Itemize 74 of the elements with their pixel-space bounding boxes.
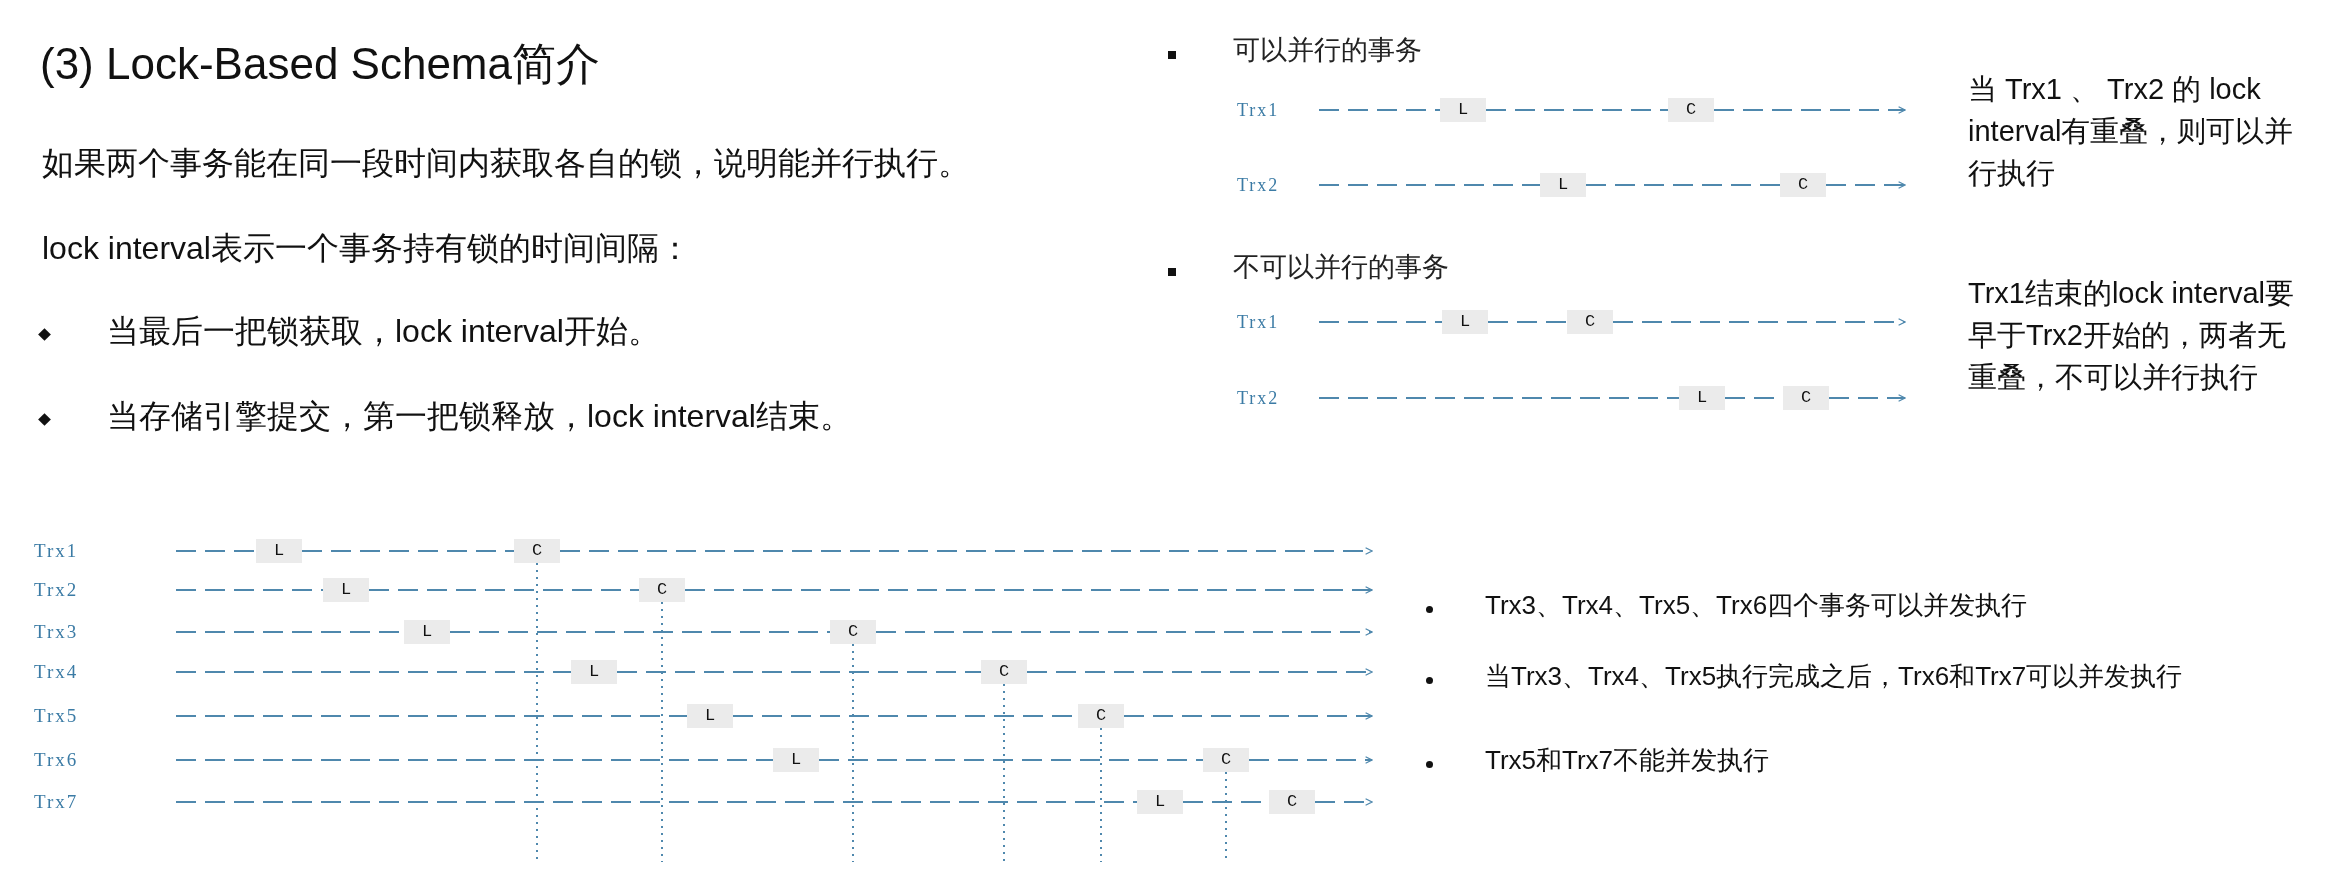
event-box: C — [1203, 748, 1249, 772]
timeline-arrow — [1123, 712, 1373, 720]
row-label: Trx2 — [34, 579, 79, 602]
timeline-arrow — [1026, 668, 1373, 676]
event-box: C — [514, 539, 560, 563]
event-box: C — [1783, 386, 1829, 410]
timeline-arrow — [559, 547, 1373, 555]
timeline-segment — [175, 589, 324, 591]
body-text: 如果两个事务能在同一段时间内获取各自的锁，说明能并行执行。 — [42, 144, 970, 183]
body-text: 当最后一把锁获取，lock interval开始。 — [107, 312, 660, 351]
timeline-segment — [175, 671, 572, 673]
timeline-arrow — [1825, 181, 1906, 189]
note-text: 当 Trx1 、 Trx2 的 lock interval有重叠，则可以并行执行 — [1968, 72, 2295, 192]
row-label: Trx6 — [34, 749, 79, 772]
timeline-arrow — [1713, 106, 1906, 114]
timeline-segment — [175, 801, 1138, 803]
body-text: 当Trx3、Trx4、Trx5执行完成之后，Trx6和Trx7可以并发执行 — [1485, 661, 2183, 693]
event-box: L — [404, 620, 450, 644]
event-box: L — [256, 539, 302, 563]
event-box: C — [1567, 310, 1613, 334]
row-label: Trx4 — [34, 661, 79, 684]
row-label: Trx2 — [1237, 388, 1280, 410]
body-text: 当存储引擎提交，第一把锁释放，lock interval结束。 — [107, 397, 852, 436]
event-box: L — [1679, 386, 1725, 410]
body-text: Trx3、Trx4、Trx5、Trx6四个事务可以并发执行 — [1485, 590, 2028, 622]
body-text: lock interval表示一个事务持有锁的时间间隔： — [42, 229, 691, 268]
event-box: L — [773, 748, 819, 772]
event-box: L — [1540, 173, 1586, 197]
timeline-segment — [175, 715, 688, 717]
timeline-segment — [368, 589, 640, 591]
event-box: C — [1668, 98, 1714, 122]
row-label: Trx5 — [34, 705, 79, 728]
timeline-segment — [175, 759, 774, 761]
title: (3) Lock-Based Schema简介 — [40, 38, 600, 90]
timeline-segment — [1585, 184, 1781, 186]
event-box: L — [1442, 310, 1488, 334]
event-box: L — [571, 660, 617, 684]
timeline-segment — [1485, 109, 1669, 111]
row-label: Trx2 — [1237, 175, 1280, 197]
timeline-segment — [616, 671, 982, 673]
event-box: L — [323, 578, 369, 602]
timeline-arrow — [1314, 798, 1373, 806]
timeline-segment — [449, 631, 831, 633]
note-text: Trx1结束的lock interval要早于Trx2开始的，两者无重叠，不可以并行执行 — [1968, 276, 2296, 396]
timeline-arrow — [1248, 756, 1373, 764]
timeline-segment — [1487, 321, 1568, 323]
timeline-segment — [175, 550, 257, 552]
event-box: C — [830, 620, 876, 644]
event-box: L — [1137, 790, 1183, 814]
event-box: C — [639, 578, 685, 602]
timeline-arrow — [1612, 318, 1906, 326]
timeline-segment — [1318, 397, 1680, 399]
event-box: C — [1780, 173, 1826, 197]
section-heading: 不可以并行的事务 — [1233, 251, 1449, 284]
timeline-segment — [301, 550, 515, 552]
row-label: Trx1 — [1237, 100, 1280, 122]
timeline-arrow — [684, 586, 1373, 594]
body-text: Trx5和Trx7不能并发执行 — [1485, 745, 1770, 777]
event-box: C — [1078, 704, 1124, 728]
event-box: L — [687, 704, 733, 728]
section-heading: 可以并行的事务 — [1233, 34, 1422, 67]
timeline-arrow — [1828, 394, 1906, 402]
timeline-segment — [1318, 321, 1443, 323]
row-label: Trx3 — [34, 621, 79, 644]
row-label: Trx1 — [34, 540, 79, 563]
row-label: Trx1 — [1237, 312, 1280, 334]
timeline-arrow — [875, 628, 1373, 636]
event-box: L — [1440, 98, 1486, 122]
timeline-segment — [1318, 184, 1541, 186]
timeline-segment — [818, 759, 1204, 761]
event-box: C — [981, 660, 1027, 684]
row-label: Trx7 — [34, 791, 79, 814]
timeline-segment — [1318, 109, 1441, 111]
event-box: C — [1269, 790, 1315, 814]
